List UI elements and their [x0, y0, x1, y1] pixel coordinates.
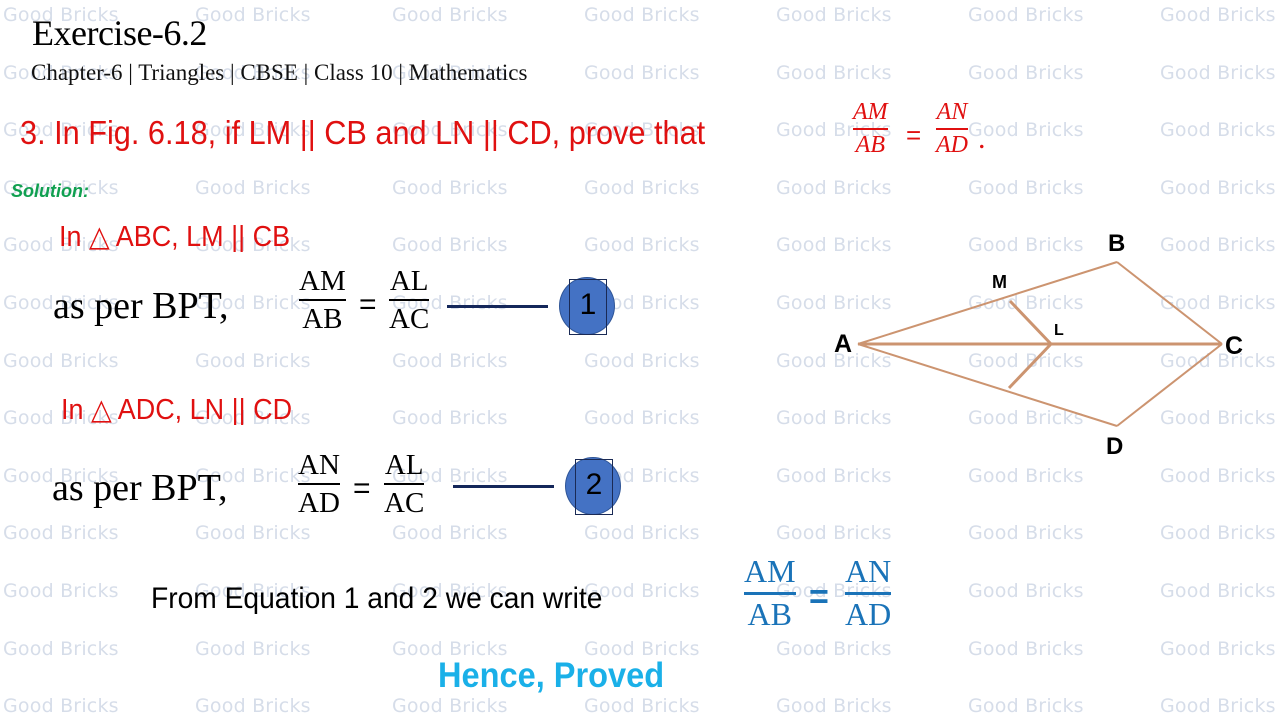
question-period: . — [978, 122, 986, 155]
conclusion-rhs-fraction: AN AD — [845, 553, 892, 632]
fraction-bar — [389, 299, 430, 302]
question-equals: = — [906, 120, 922, 150]
fraction-denominator: AB — [855, 132, 885, 159]
label-point-a: A — [834, 330, 853, 358]
fraction-bar — [298, 483, 340, 486]
equation-2-number: 2 — [585, 468, 603, 501]
label-point-d: D — [1106, 433, 1124, 460]
equation-2-marker-box — [575, 459, 613, 515]
label-point-c: C — [1225, 332, 1244, 360]
step1-connector-line — [447, 305, 548, 308]
step2-connector-line — [453, 485, 554, 488]
step2-prefix: as per BPT, — [52, 467, 228, 509]
step1-equals: = — [359, 288, 377, 321]
fraction-bar — [853, 128, 888, 131]
fraction-numerator: AL — [384, 449, 424, 481]
fraction-bar — [384, 483, 425, 486]
fraction-denominator: AC — [384, 487, 425, 520]
step1-prefix: as per BPT, — [53, 285, 229, 327]
fraction-bar — [744, 591, 796, 595]
segment-ln — [1007, 342, 1053, 390]
fraction-numerator: AN — [936, 99, 968, 125]
segment-dc — [1116, 343, 1223, 427]
fraction-bar — [299, 299, 346, 302]
hence-proved-text: Hence, Proved — [438, 656, 665, 695]
equation-1-marker-box — [569, 279, 607, 335]
fraction-denominator: AD — [936, 132, 968, 159]
step2-given: In △ ADC, LN || CD — [61, 394, 293, 426]
label-point-b: B — [1108, 230, 1126, 257]
step2-rhs-fraction: AL AC — [384, 449, 425, 520]
conclusion-text: From Equation 1 and 2 we can write — [151, 582, 603, 615]
label-point-m: M — [992, 272, 1007, 292]
equation-1-number: 1 — [579, 288, 597, 321]
fraction-denominator: AB — [302, 303, 343, 336]
solution-label: Solution: — [11, 181, 89, 201]
step2-lhs-fraction: AN AD — [298, 450, 340, 519]
page-title: Exercise-6.2 — [32, 13, 207, 53]
question-fraction-am-ab: AM AB — [853, 99, 888, 159]
segment-ad — [857, 343, 1118, 427]
conclusion-lhs-fraction: AM AB — [744, 553, 796, 632]
fraction-denominator: AD — [298, 487, 340, 520]
fraction-numerator: AN — [298, 449, 340, 481]
fraction-denominator: AD — [845, 595, 892, 632]
step1-lhs-fraction: AM AB — [299, 266, 346, 335]
equation-2-marker-circle — [565, 457, 621, 515]
fraction-numerator: AM — [299, 265, 346, 297]
fraction-denominator: AB — [747, 595, 792, 632]
step1-rhs-fraction: AL AC — [389, 265, 430, 336]
step2-equals: = — [353, 472, 371, 505]
equation-1-marker-circle — [559, 277, 615, 335]
conclusion-equals: = — [809, 578, 829, 616]
fraction-bar — [936, 128, 968, 131]
question-fraction-an-ad: AN AD — [936, 99, 968, 159]
segment-ab — [857, 261, 1118, 345]
fraction-bar — [845, 591, 892, 595]
fraction-numerator: AL — [389, 265, 429, 297]
fraction-denominator: AC — [389, 303, 430, 336]
label-point-l: L — [1054, 322, 1064, 339]
page-subtitle: Chapter-6 | Triangles | CBSE | Class 10 … — [31, 60, 528, 85]
fraction-numerator: AM — [853, 99, 888, 125]
segment-bc — [1116, 261, 1223, 345]
fraction-numerator: AN — [845, 553, 892, 589]
step1-given: In △ ABC, LM || CB — [59, 221, 291, 253]
segment-lm — [1008, 299, 1053, 346]
fraction-numerator: AM — [744, 553, 796, 589]
question-text: 3. In Fig. 6.18, if LM || CB and LN || C… — [20, 114, 706, 151]
